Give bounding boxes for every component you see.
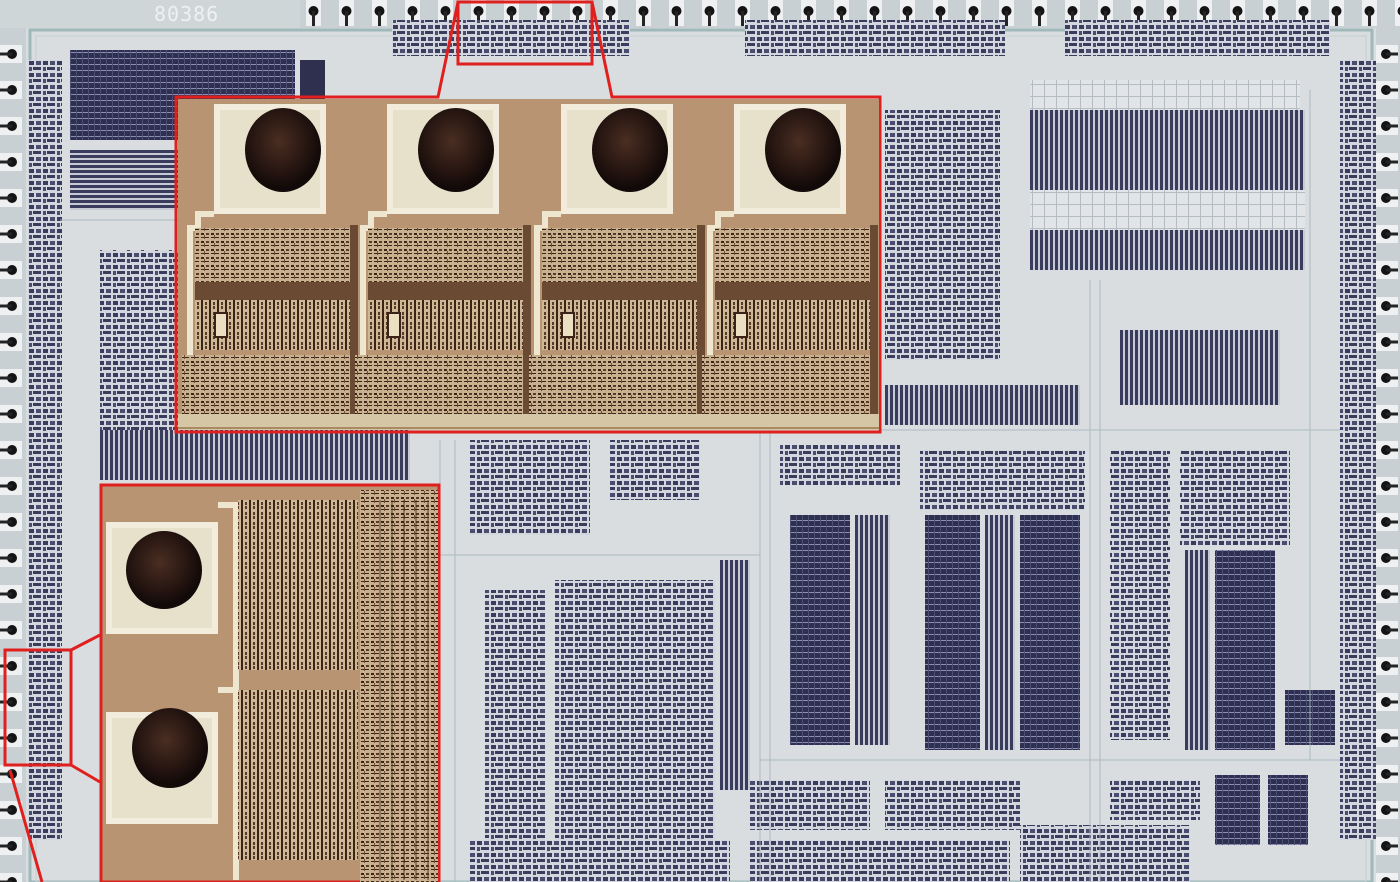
- die-marking-label: 80386: [154, 2, 220, 26]
- top-pad-row-callout: [174, 0, 882, 434]
- right-bond-pad-column: [1376, 28, 1400, 882]
- left-pad-column-callout: [3, 483, 441, 882]
